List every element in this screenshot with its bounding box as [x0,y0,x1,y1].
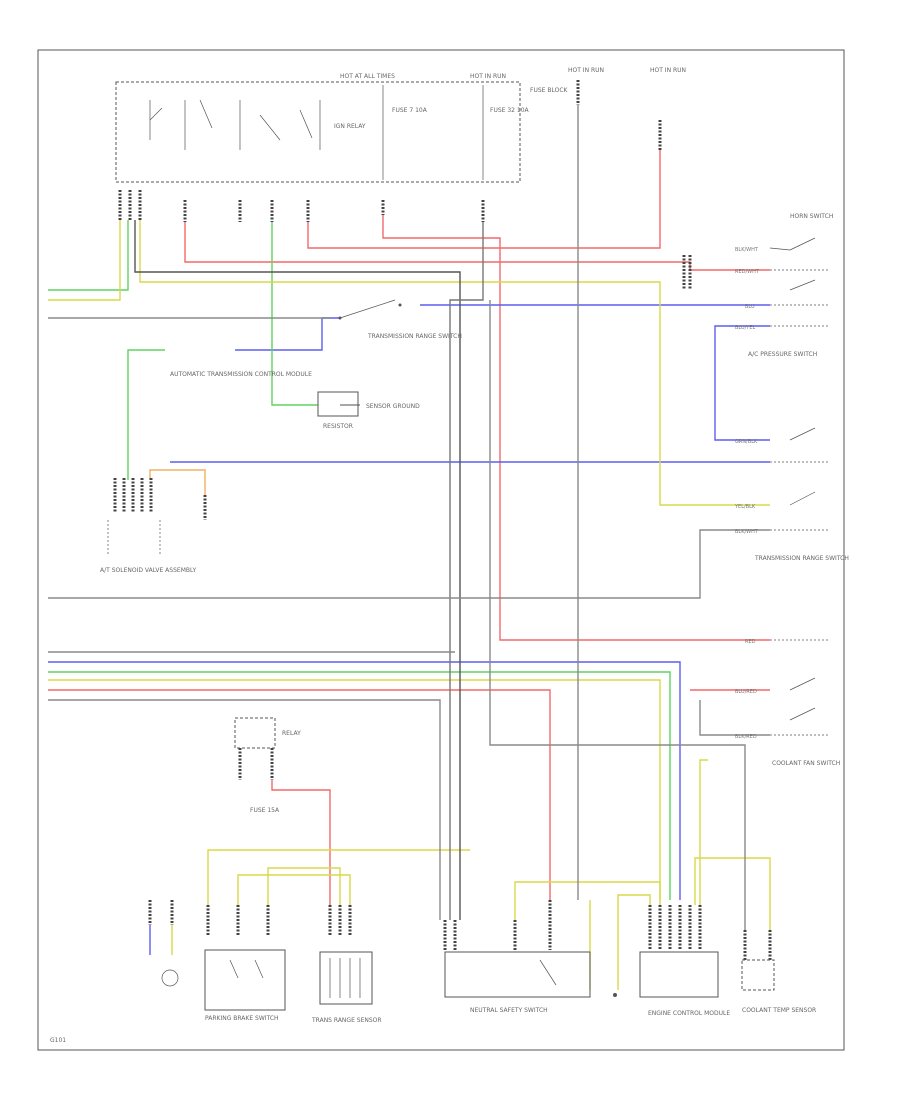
wire-green-2 [48,220,129,291]
bottom-sensor-circle [161,969,179,987]
left-connector-label: A/T SOLENOID VALVE ASSEMBLY [100,567,197,574]
fuse-1-label: FUSE 7 10A [392,107,428,114]
resistor-note: SENSOR GROUND [366,403,420,410]
wire-label-7: BLK/WHT [735,529,759,535]
wire-label-6: YEL/BLK [734,504,756,510]
wire-red-1 [307,150,661,249]
top-connector-pins [118,80,662,222]
left-connector [107,478,207,555]
bottom-label-1: PARKING BRAKE SWITCH [205,1015,279,1022]
bottom-component-1 [204,949,286,1011]
right-switch-mid-label: A/C PRESSURE SWITCH [748,351,817,358]
right-switch-low-label: TRANSMISSION RANGE SWITCH [754,555,849,562]
bottom-label-2: TRANS RANGE SENSOR [311,1017,382,1024]
bottom-component-3-switch [539,959,557,986]
wire-green-4 [48,671,671,900]
wire-yellow-10 [694,857,771,930]
resistor [317,391,359,417]
bottom-label-3: NEUTRAL SAFETY SWITCH [470,1007,548,1014]
wire-blue-4 [48,661,681,900]
wire-yellow-11 [699,759,708,905]
right-switch-group [769,237,830,736]
wire-orange-1 [149,469,206,495]
wire-red-5 [271,780,331,905]
wire-label-5: GRN/BLK [735,439,758,445]
wire-yellow-5 [237,874,351,905]
wire-label-10: BLK/RED [735,734,757,740]
bottom-pins [148,900,772,960]
wire-black-7 [489,300,746,930]
center-switch [338,299,402,320]
hot-in-run-1: HOT IN RUN [568,67,604,74]
ground-label: G101 [50,1037,66,1044]
wire-blue-2 [235,317,340,351]
bottom-component-2-cells [329,958,361,998]
wire-red-4 [48,689,551,900]
bottom-component-1-contacts [229,959,264,979]
wire-yellow-4 [207,849,470,905]
bottom-component-2 [319,951,373,1005]
wire-blue-5 [714,325,770,441]
center-switch-label: TRANSMISSION RANGE SWITCH [367,333,462,340]
bottom-component-3 [444,951,591,998]
left-module-label: AUTOMATIC TRANSMISSION CONTROL MODULE [170,371,312,378]
wire-green-1 [271,222,318,406]
wire-yellow-9 [617,894,651,990]
wire-label-8: RED [745,639,756,645]
wire-yellow-6 [267,867,341,905]
wire-label-2: RED/WHT [735,269,760,275]
diagram-frame [37,49,845,1051]
wire-yellow-3 [48,679,661,900]
under-dash-fuse-label: FUSE BLOCK [530,87,569,94]
small-relay-label: RELAY [282,730,301,737]
wire-red-2 [382,215,770,641]
fuse-2-label: FUSE 32 10A [490,107,530,114]
wire-label-9: BLU/RED [735,689,757,695]
wire-label-1: BLK/WHT [735,247,759,253]
bottom-component-4 [639,951,719,998]
ign-relay-label: IGN RELAY [334,123,366,130]
wire-black-8 [699,700,770,736]
resistor-label: RESISTOR [323,423,353,430]
wire-black-3 [48,529,770,599]
top-bus-right-label: HOT IN RUN [470,73,506,80]
bottom-component-5 [741,959,775,991]
wire-yellow-1 [139,220,770,506]
right-connector-pins [682,255,692,290]
wire-yellow-2 [48,220,121,301]
ground-dot [613,993,617,997]
small-relay-note: FUSE 15A [250,807,280,814]
fuse-relay-box [115,81,521,183]
relay-contacts [149,85,484,180]
small-relay [234,717,276,749]
wire-red-3 [184,222,770,271]
wire-black-2 [449,222,484,920]
bottom-label-5: COOLANT TEMP SENSOR [742,1007,816,1014]
wire-green-3 [127,349,165,480]
wire-label-3: BLU [745,304,755,310]
wire-label-4: BLU/YEL [735,325,756,331]
right-switch-top-label: HORN SWITCH [790,213,833,220]
hot-in-run-2: HOT IN RUN [650,67,686,74]
bottom-label-4: ENGINE CONTROL MODULE [648,1010,730,1017]
wire-black-5 [48,699,441,920]
top-bus-label: HOT AT ALL TIMES [340,73,395,80]
wire-yellow-7 [514,881,661,920]
wire-black-1 [134,220,461,920]
right-switch-bottom-label: COOLANT FAN SWITCH [772,760,840,767]
